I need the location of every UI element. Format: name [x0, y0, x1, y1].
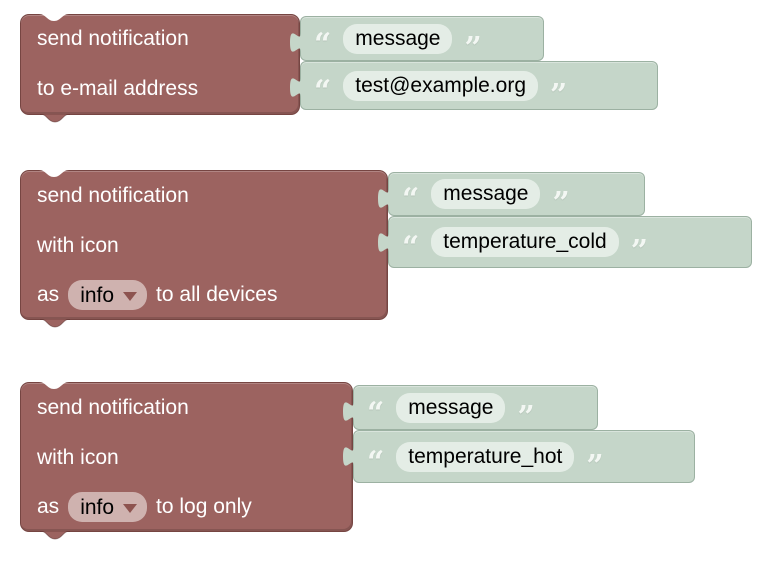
block-send-notification-all-devices[interactable]: send notification with icon as info to a… [20, 170, 388, 328]
block-label: with icon [37, 446, 119, 469]
block-label: send notification [37, 396, 189, 419]
output-tab [378, 181, 389, 209]
statement-notch-bottom [40, 114, 70, 123]
statement-notch-top [39, 170, 69, 177]
block-label: to e-mail address [37, 76, 199, 100]
block-label: as [37, 283, 60, 306]
block-label: to log only [156, 495, 252, 518]
text-field[interactable]: test@example.org [343, 70, 538, 101]
severity-dropdown-value: info [80, 283, 115, 307]
severity-dropdown[interactable]: info [68, 492, 148, 522]
text-field[interactable]: message [396, 392, 506, 423]
chevron-down-icon [123, 503, 138, 513]
block-label: send notification [37, 184, 189, 207]
statement-notch-bottom [40, 531, 70, 540]
output-tab [343, 439, 354, 467]
string-block-email[interactable]: “ test@example.org ” [290, 61, 658, 110]
chevron-down-icon [123, 291, 138, 301]
output-tab [290, 25, 301, 53]
block-label: send notification [37, 27, 189, 50]
string-block-icon[interactable]: “ temperature_cold ” [378, 216, 752, 268]
block-label: as [37, 495, 60, 518]
block-send-notification-email[interactable]: send notification to e-mail address [20, 14, 300, 123]
statement-notch-bottom [40, 319, 70, 328]
output-tab [343, 394, 354, 422]
text-field[interactable]: message [431, 179, 541, 209]
statement-notch-top [39, 382, 69, 389]
string-block-message[interactable]: “ message ” [343, 385, 598, 432]
text-field[interactable]: message [343, 23, 453, 54]
string-block-icon[interactable]: “ temperature_hot ” [343, 430, 695, 483]
block-label: with icon [37, 234, 119, 257]
string-block-message[interactable]: “ message ” [290, 16, 544, 63]
string-block-message[interactable]: “ message ” [378, 172, 645, 219]
output-tab [290, 70, 301, 98]
output-tab [378, 225, 389, 253]
text-field[interactable]: temperature_cold [431, 227, 619, 257]
statement-notch-top [39, 14, 69, 21]
block-label: to all devices [156, 283, 278, 306]
text-field[interactable]: temperature_hot [396, 441, 575, 472]
severity-dropdown-value: info [80, 495, 115, 519]
severity-dropdown[interactable]: info [68, 280, 148, 310]
block-send-notification-log-only[interactable]: send notification with icon as info to l… [20, 382, 353, 540]
